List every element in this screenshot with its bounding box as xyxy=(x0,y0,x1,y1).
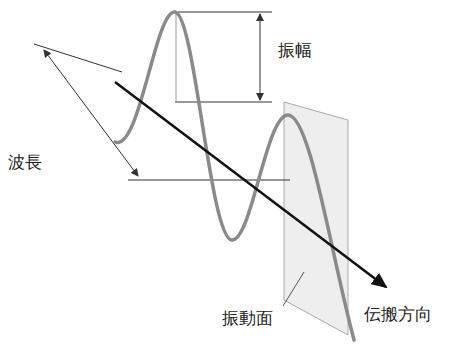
propagation-arrow xyxy=(115,82,386,287)
wave-curve xyxy=(115,12,354,340)
direction-label: 伝搬方向 xyxy=(364,304,432,324)
amplitude-label: 振幅 xyxy=(278,40,312,60)
wavelength-label: 波長 xyxy=(8,152,42,172)
extension-line xyxy=(128,180,290,181)
plane-label: 振動面 xyxy=(222,308,273,328)
center-line xyxy=(176,14,177,102)
extension-line xyxy=(34,44,122,72)
amplitude-arrow xyxy=(260,14,261,100)
leader-line xyxy=(283,272,304,306)
extension-line xyxy=(178,12,272,13)
extension-line xyxy=(175,102,272,103)
wavelength-arrow xyxy=(44,50,138,176)
